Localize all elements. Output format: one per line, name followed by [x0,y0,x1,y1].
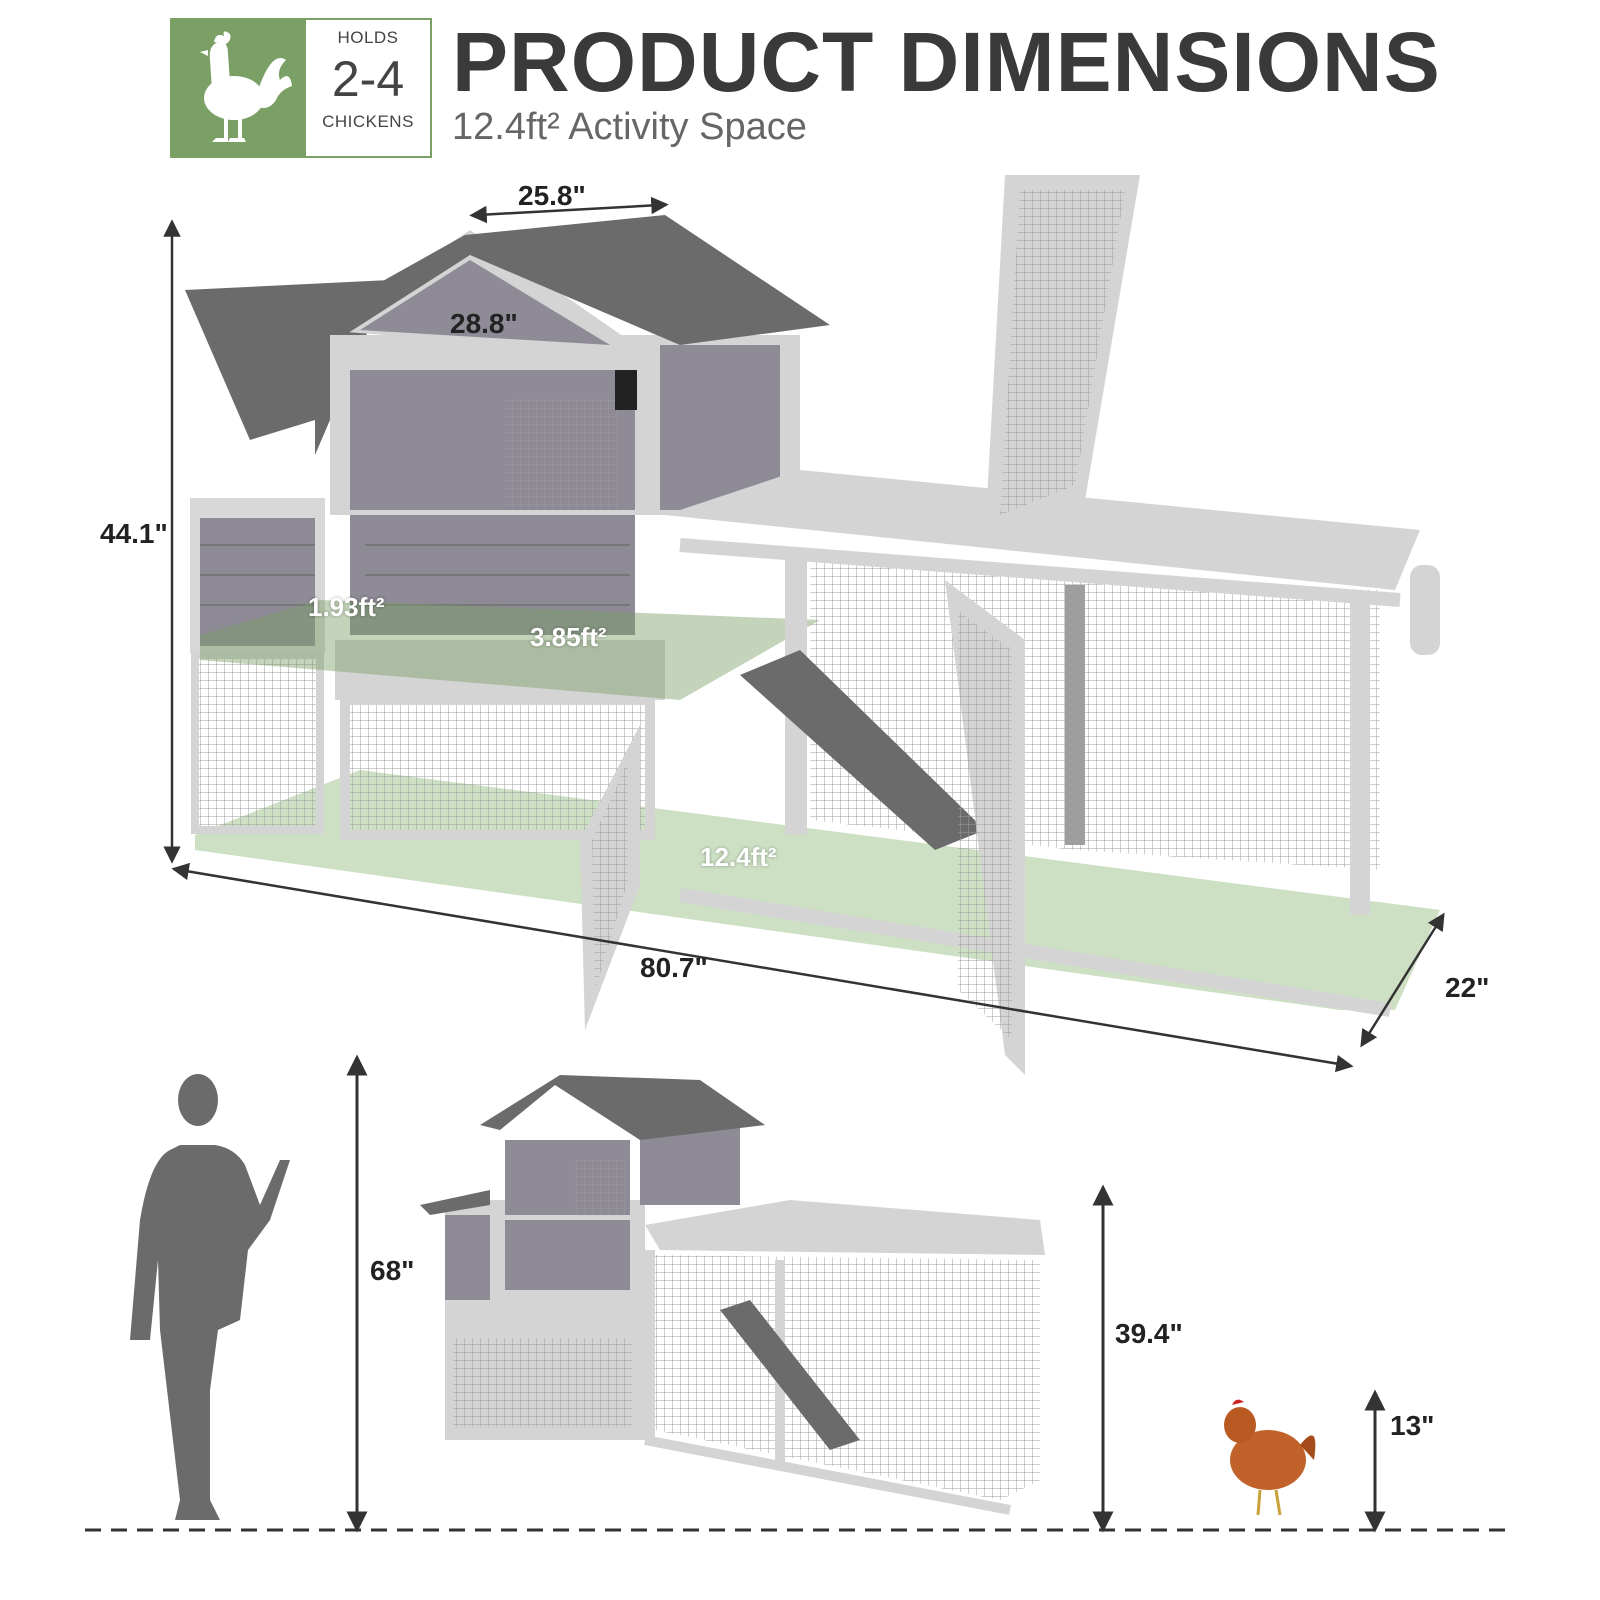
run-enclosure [580,175,1440,1075]
house-width-label: 28.8" [450,308,518,339]
person-silhouette-icon [130,1074,290,1520]
hen-icon [1224,1399,1316,1516]
dimension-lines-bottom [346,1054,1386,1533]
run-area-label: 12.4ft² [700,842,777,872]
coop-height-label: 39.4" [1115,1318,1183,1349]
roof-width-label: 25.8" [518,180,586,211]
length-label: 80.7" [640,952,708,983]
badge-count: 2-4 [331,51,405,107]
badge-holds-label: HOLDS [337,28,399,47]
chicken-height-label: 13" [1390,1410,1435,1441]
person-height-label: 68" [370,1255,415,1286]
nest-area-label: 1.93ft² [308,592,385,622]
badge-text: HOLDS 2-4 CHICKENS [306,20,430,156]
rooster-icon [172,20,306,156]
badge-animal-label: CHICKENS [322,112,414,131]
house-area-label: 3.85ft² [530,622,607,652]
page-title: PRODUCT DIMENSIONS [452,15,1441,109]
coop-house [295,215,830,840]
height-label: 44.1" [100,518,168,549]
dimension-lines-top [163,196,1445,1073]
depth-label: 22" [1445,972,1490,1003]
house-floor-highlight [200,600,820,700]
coop-diagram-bottom [420,1075,1045,1515]
capacity-badge: HOLDS 2-4 CHICKENS [170,18,432,158]
page-subtitle: 12.4ft² Activity Space [452,106,807,148]
